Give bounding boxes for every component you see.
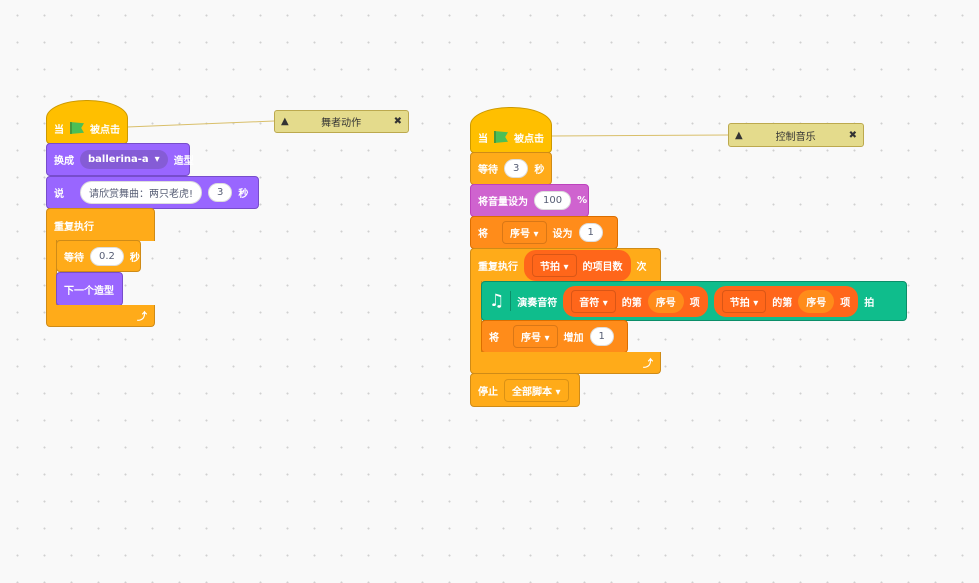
stop-option-dropdown[interactable]: 全部脚本 ▾ <box>504 378 569 402</box>
comment-link-right <box>550 134 729 137</box>
wait-block[interactable]: 等待 3 秒 <box>470 152 552 185</box>
hat-label: 当 <box>54 124 64 136</box>
costume-dropdown[interactable]: ballerina-a ▾ <box>80 150 168 169</box>
set-variable-block[interactable]: 将 序号 ▾ 设为 1 <box>470 216 618 249</box>
item-of-list-reporter[interactable]: 音符 ▾ 的第 序号 项 <box>563 285 708 317</box>
block-label: 将 <box>489 333 499 344</box>
say-for-secs-block[interactable]: 说 请欣赏舞曲：两只老虎! 3 秒 <box>46 176 259 209</box>
variable-reporter[interactable]: 序号 <box>647 289 684 313</box>
dropdown-arrow-icon: ▾ <box>555 386 561 398</box>
when-flag-clicked-block[interactable]: 当 被点击 <box>46 100 128 144</box>
collapse-icon[interactable]: ▲ <box>735 129 743 141</box>
costume-value: ballerina-a <box>88 154 149 165</box>
dropdown-arrow-icon: ▾ <box>563 262 569 273</box>
block-label: 秒 <box>534 165 545 176</box>
block-label: 演奏音符 <box>517 297 558 309</box>
variable-reporter[interactable]: 序号 <box>798 289 835 313</box>
variable-name: 序号 <box>510 229 530 240</box>
message-input[interactable]: 请欣赏舞曲：两只老虎! <box>80 181 203 204</box>
value-input[interactable]: 1 <box>578 223 603 242</box>
block-label: 增加 <box>563 333 584 344</box>
dropdown-arrow-icon: ▾ <box>544 333 550 344</box>
block-label: 造型 <box>173 156 194 167</box>
block-label: 秒 <box>238 189 249 200</box>
list-dropdown[interactable]: 节拍 ▾ <box>532 254 577 277</box>
dropdown-arrow-icon: ▾ <box>753 297 759 309</box>
block-label: 项 <box>840 297 851 309</box>
wait-block[interactable]: 等待 0.2 秒 <box>56 240 141 272</box>
block-label: 次 <box>636 262 647 273</box>
block-label: 的第 <box>772 297 793 309</box>
loop-arrow-icon: ⤴ <box>137 312 147 323</box>
green-flag-icon <box>494 131 508 143</box>
list-name: 节拍 <box>729 297 750 309</box>
hat-label: 被点击 <box>90 124 120 136</box>
variable-dropdown[interactable]: 序号 ▾ <box>513 325 558 348</box>
close-icon[interactable]: ✖ <box>393 116 402 127</box>
hat-label: 被点击 <box>514 133 544 145</box>
play-note-block[interactable]: ♫ 演奏音符 音符 ▾ 的第 序号 项 节拍 ▾ 的第 序号 项 拍 <box>481 281 907 321</box>
music-note-icon: ♫ <box>489 291 512 311</box>
block-label: 等待 <box>64 252 84 264</box>
block-label: 的第 <box>621 297 642 309</box>
green-flag-icon <box>70 122 84 134</box>
comment-text[interactable]: 控制音乐 <box>775 131 816 143</box>
dropdown-arrow-icon: ▾ <box>154 154 160 165</box>
comment-text[interactable]: 舞者动作 <box>321 118 362 129</box>
seconds-input[interactable]: 3 <box>208 183 233 202</box>
volume-input[interactable]: 100 <box>534 191 572 210</box>
repeat-bottom: ⤴ <box>470 352 661 374</box>
block-label: % <box>577 195 588 206</box>
comment-dancer[interactable]: ▲ 舞者动作 ✖ <box>274 110 409 133</box>
close-icon[interactable]: ✖ <box>848 129 857 141</box>
block-label: 停止 <box>478 386 498 398</box>
change-variable-block[interactable]: 将 序号 ▾ 增加 1 <box>481 320 628 353</box>
dropdown-arrow-icon: ▾ <box>602 297 608 309</box>
loop-arrow-icon: ⤴ <box>643 359 653 370</box>
block-label: 设为 <box>552 229 573 240</box>
forever-bottom: ⤴ <box>46 305 155 327</box>
list-name: 音符 <box>579 297 600 309</box>
hat-label: 当 <box>478 133 488 145</box>
set-volume-block[interactable]: 将音量设为 100 % <box>470 184 589 217</box>
block-label: 重复执行 <box>54 221 94 233</box>
block-label: 换成 <box>54 156 74 167</box>
list-name: 节拍 <box>540 262 560 273</box>
wait-input[interactable]: 3 <box>504 159 529 178</box>
when-flag-clicked-block[interactable]: 当 被点击 <box>470 107 552 153</box>
next-costume-block[interactable]: 下一个造型 <box>56 272 123 306</box>
block-label: 等待 <box>478 165 498 176</box>
block-label: 下一个造型 <box>64 285 114 297</box>
wait-input[interactable]: 0.2 <box>90 246 124 266</box>
block-label: 将音量设为 <box>478 197 528 208</box>
comment-music[interactable]: ▲ 控制音乐 ✖ <box>728 123 864 147</box>
block-label: 说 <box>54 189 64 200</box>
stop-option: 全部脚本 <box>512 386 552 398</box>
forever-block[interactable]: 重复执行 <box>46 208 155 241</box>
collapse-icon[interactable]: ▲ <box>281 116 289 127</box>
block-label: 的项目数 <box>582 262 623 273</box>
block-label: 重复执行 <box>478 262 518 273</box>
block-label: 秒 <box>129 252 140 264</box>
variable-dropdown[interactable]: 序号 ▾ <box>502 221 547 244</box>
list-dropdown[interactable]: 节拍 ▾ <box>721 289 767 313</box>
variable-name: 序号 <box>521 333 541 344</box>
list-dropdown[interactable]: 音符 ▾ <box>571 289 616 313</box>
block-label: 将 <box>478 229 488 240</box>
list-length-reporter[interactable]: 节拍 ▾ 的项目数 <box>524 250 631 281</box>
item-of-list-reporter[interactable]: 节拍 ▾ 的第 序号 项 <box>713 285 859 317</box>
repeat-block[interactable]: 重复执行 节拍 ▾ 的项目数 次 <box>470 248 661 282</box>
dropdown-arrow-icon: ▾ <box>533 229 539 240</box>
value-input[interactable]: 1 <box>589 327 614 346</box>
stop-block[interactable]: 停止 全部脚本 ▾ <box>470 373 580 407</box>
block-label: 项 <box>689 297 700 309</box>
switch-costume-block[interactable]: 换成 ballerina-a ▾ 造型 <box>46 143 194 176</box>
comment-link-left <box>126 120 275 128</box>
block-label: 拍 <box>864 297 875 309</box>
